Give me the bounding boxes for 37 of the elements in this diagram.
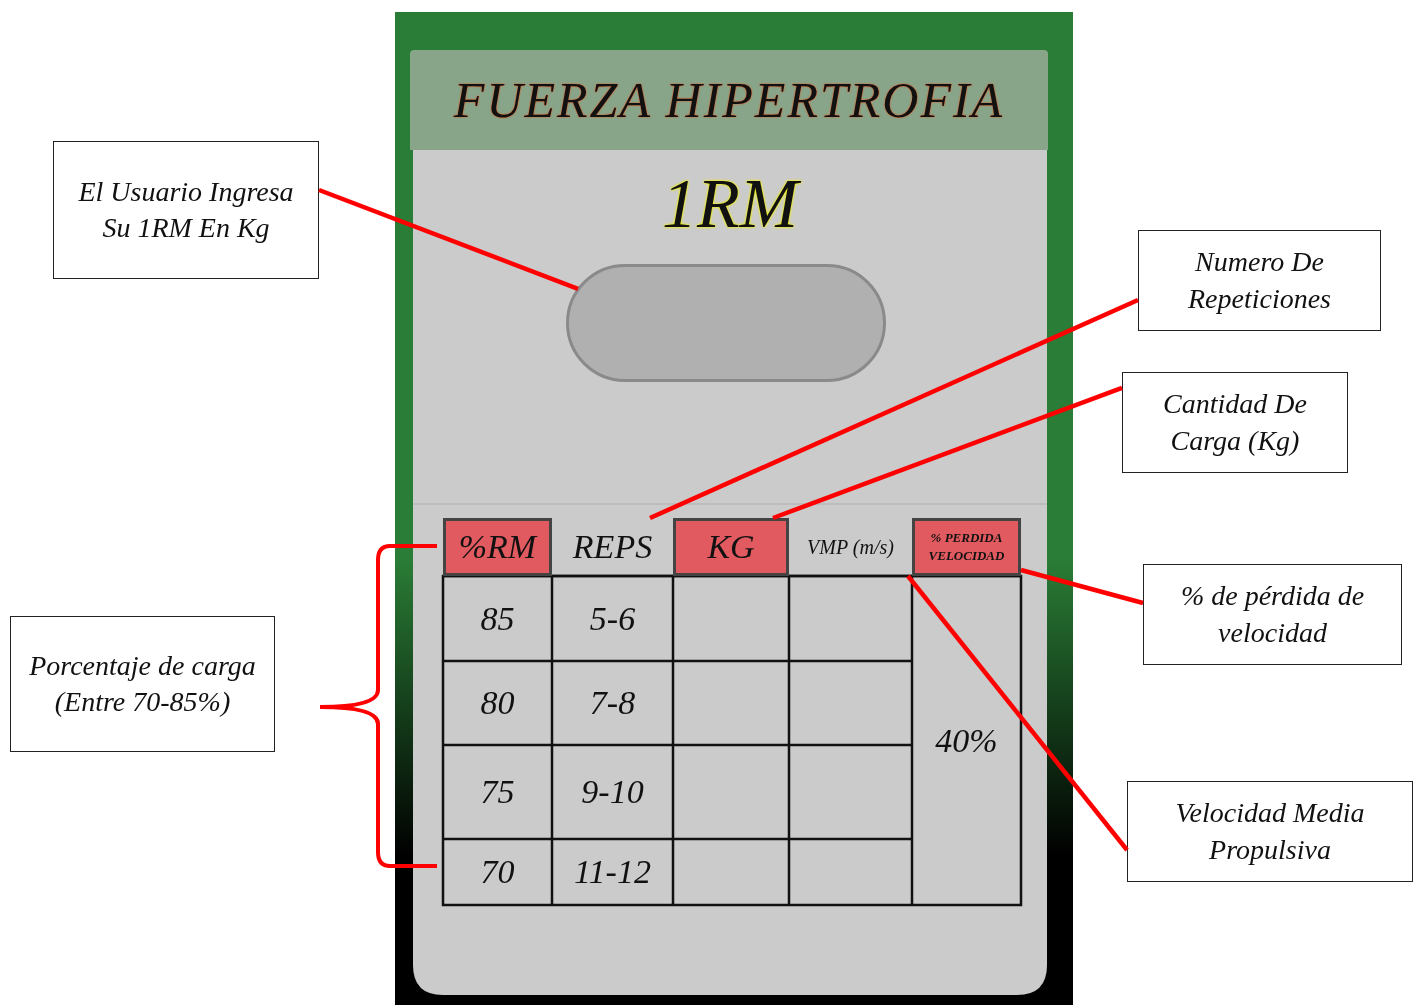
table-cell-text: 85 xyxy=(480,599,515,638)
callout-text: Cantidad De Carga (Kg) xyxy=(1162,387,1308,458)
table-cell-text: 5-6 xyxy=(589,599,636,638)
table-cell-text: 7-8 xyxy=(589,684,636,722)
callout-box xyxy=(1138,230,1381,331)
column-header: REPS xyxy=(572,526,653,567)
callout-box xyxy=(10,616,275,752)
callout-text: Porcentaje de carga (Entre 70-85%) xyxy=(28,648,257,719)
table-cell-text: 40% xyxy=(935,721,998,760)
table-header-cell xyxy=(912,518,1021,576)
header-band xyxy=(410,50,1048,150)
leader-line xyxy=(906,574,1129,852)
callout-text: Velocidad Media Propulsiva xyxy=(1174,796,1366,867)
table-header-cell xyxy=(443,518,552,576)
leader-line xyxy=(1020,567,1144,606)
column-header: %RM xyxy=(458,526,537,567)
callout-box xyxy=(1122,372,1348,473)
callout-text: Numero De Repeticiones xyxy=(1186,245,1333,316)
table-cell-text: 80 xyxy=(480,684,515,722)
callout-box xyxy=(1127,781,1413,882)
callout-text: El Usuario Ingresa Su 1RM En Kg xyxy=(77,174,295,245)
column-header: VMP (m/s) xyxy=(807,535,894,559)
leader-line xyxy=(649,297,1139,521)
table-cell-text: 70 xyxy=(480,853,515,891)
table-cell-text: 11-12 xyxy=(574,853,651,891)
column-header: KG xyxy=(707,526,755,567)
table-cell-text: 75 xyxy=(480,773,515,811)
leader-line xyxy=(772,385,1123,521)
app-title: FUERZA HIPERTROFIA xyxy=(453,70,1005,130)
table-header-cell xyxy=(673,518,789,576)
column-header: % PERDIDA VELOCIDAD xyxy=(927,528,1006,565)
callout-box xyxy=(1143,564,1402,665)
table-cell-text: 9-10 xyxy=(581,773,644,811)
leader-line xyxy=(318,187,579,291)
screen-panel xyxy=(413,150,1047,505)
callout-text: % de pérdida de velocidad xyxy=(1179,579,1366,650)
callout-box xyxy=(53,141,319,279)
